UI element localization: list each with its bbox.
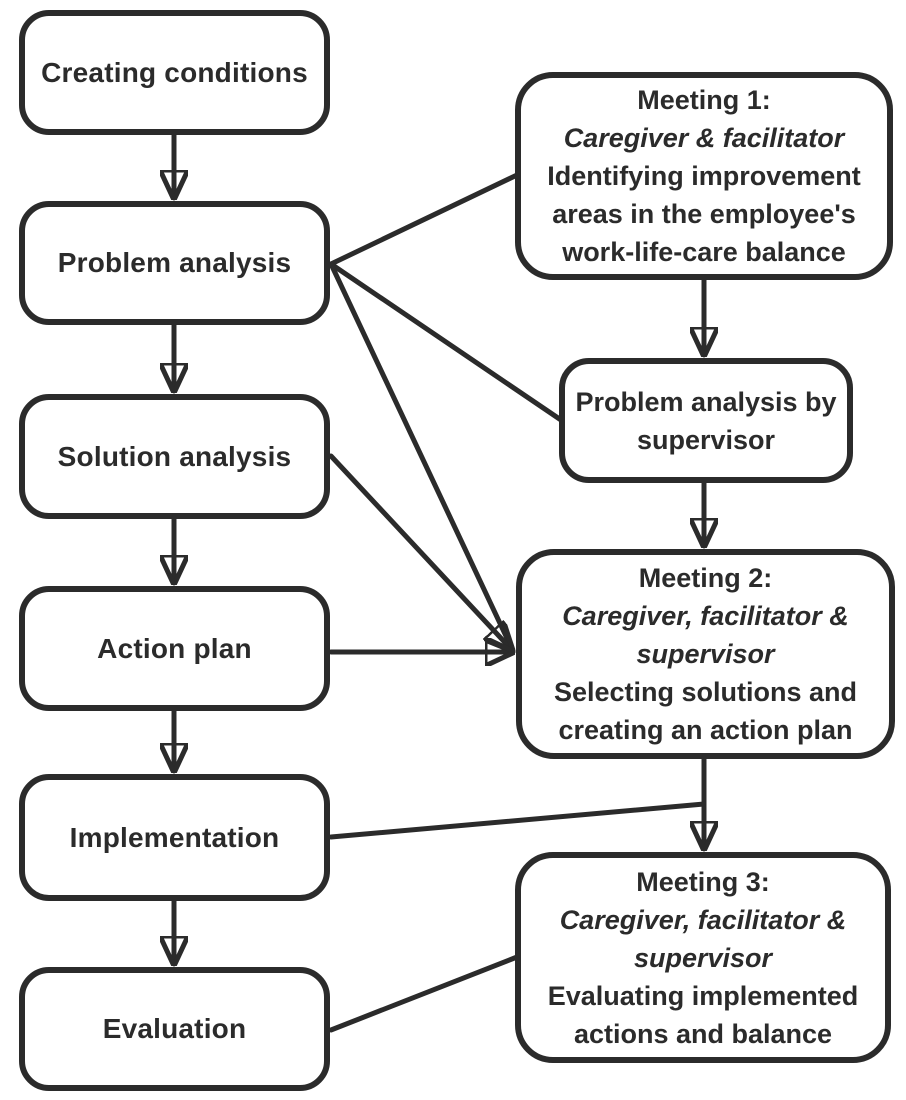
node-label: Creating conditions [41,56,308,88]
connector-solution-to-meeting2 [328,453,512,650]
meeting-participants-line: Caregiver, facilitator & [559,904,847,935]
node-label-line: Problem analysis by [575,386,837,417]
node-label: Evaluation [102,1013,247,1044]
node-problem-analysis: Problem analysis [19,201,330,325]
node-label: Problem analysis [57,247,292,278]
meeting-description-line: work-life-care balance [562,237,846,267]
node-evaluation: Evaluation [19,967,330,1091]
node-meeting1: Meeting 1: Caregiver & facilitator Ident… [515,72,893,280]
connector-evaluation-to-meeting3 [328,954,520,1033]
meeting-description-line: Selecting solutions and [553,677,858,707]
meeting-title: Meeting 1: [637,85,771,115]
node-creating-conditions: Creating conditions [19,10,330,135]
connector-problem-to-supervisor [328,261,564,423]
node-problem-analysis-by-supervisor: Problem analysis by supervisor [559,358,853,483]
node-label-line: supervisor [636,424,776,455]
meeting-title: Meeting 2: [638,563,773,593]
node-meeting3: Meeting 3: Caregiver, facilitator & supe… [515,852,891,1063]
meeting-title: Meeting 3: [636,866,770,897]
meeting-description-line: areas in the employee's [552,199,856,229]
node-label: Solution analysis [57,440,292,472]
meeting-participants: Caregiver & facilitator [563,123,845,153]
connector-problem-to-meeting1 [328,172,520,267]
meeting-participants-line: supervisor [636,639,775,669]
node-meeting2: Meeting 2: Caregiver, facilitator & supe… [516,549,895,759]
meeting-description-line: actions and balance [573,1018,833,1049]
node-label: Implementation [69,821,280,853]
connector-implementation-to-meeting3-junction [328,801,707,840]
meeting-participants-line: supervisor [633,942,773,973]
meeting-description-line: Evaluating implemented [547,980,859,1011]
node-action-plan: Action plan [19,586,330,711]
node-solution-analysis: Solution analysis [19,394,330,519]
node-label: Action plan [97,632,252,664]
node-implementation: Implementation [19,774,330,901]
meeting-description-line: creating an action plan [558,715,853,745]
meeting-description-line: Identifying improvement [547,161,861,191]
meeting-participants-line: Caregiver, facilitator & [562,601,849,631]
connector-problem-to-meeting2 [328,261,516,654]
